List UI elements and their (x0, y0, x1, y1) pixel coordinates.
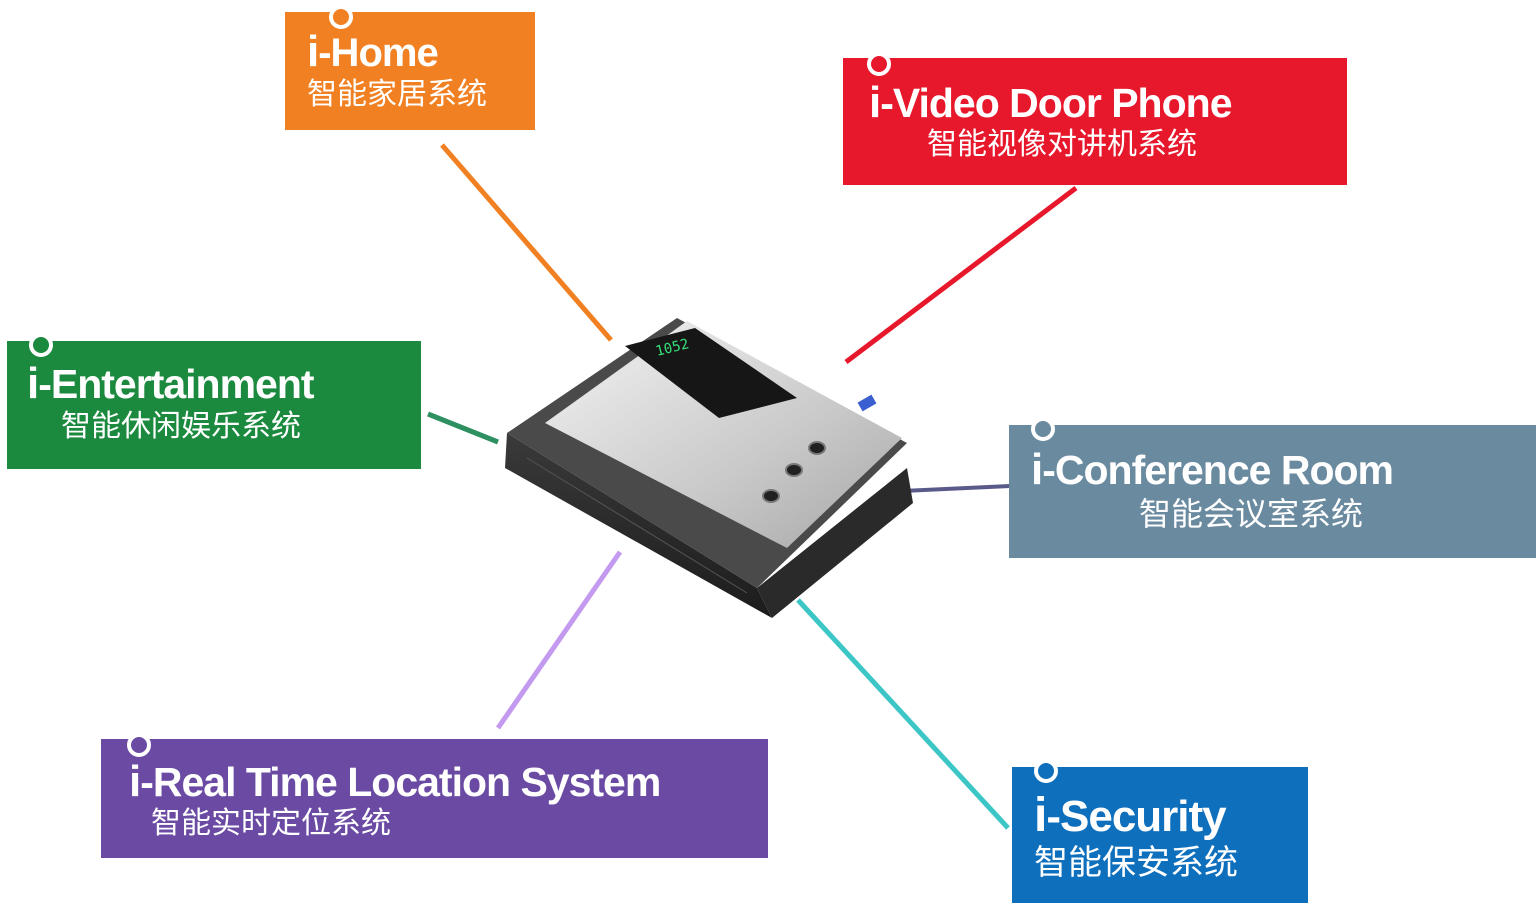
system-title-video: -Video Door Phone (880, 80, 1232, 126)
hub-button-set (785, 463, 803, 477)
i-logo-icon (1031, 417, 1055, 441)
hub-button-prog (808, 441, 826, 455)
hub-button-reset (762, 489, 780, 503)
system-subtitle-entertainment: 智能休闲娱乐系统 (61, 409, 301, 444)
system-box-security: i-Security 智能保安系统 (1012, 759, 1308, 903)
system-title-home: -Home (318, 31, 438, 75)
i-logo-icon (29, 333, 53, 357)
hub-logo-icon (857, 394, 877, 412)
system-title-location: -Real Time Location System (140, 759, 661, 805)
connector-entertainment (427, 411, 499, 445)
system-box-home: i-Home 智能家居系统 (285, 5, 535, 130)
system-title-conference: -Conference Room (1042, 447, 1394, 493)
i-logo-icon (1034, 759, 1058, 783)
system-box-location: i-Real Time Location System 智能实时定位系统 (101, 733, 768, 858)
hub-device-image: 1052 (505, 318, 913, 618)
system-subtitle-home: 智能家居系统 (307, 77, 487, 112)
connector-video (844, 186, 1078, 364)
system-subtitle-video: 智能视像对讲机系统 (927, 127, 1197, 162)
system-box-conference: i-Conference Room 智能会议室系统 (1009, 417, 1536, 558)
system-subtitle-security: 智能保安系统 (1034, 843, 1238, 883)
i-logo-icon (867, 52, 891, 76)
connector-location (495, 550, 623, 730)
connector-home (440, 143, 613, 342)
system-box-entertainment: i-Entertainment 智能休闲娱乐系统 (7, 333, 421, 469)
system-title-entertainment: -Entertainment (38, 361, 314, 407)
i-logo-icon (127, 733, 151, 757)
system-subtitle-conference: 智能会议室系统 (1139, 495, 1364, 533)
system-title-security: -Security (1046, 792, 1226, 841)
system-subtitle-location: 智能实时定位系统 (151, 806, 391, 841)
system-box-video: i-Video Door Phone 智能视像对讲机系统 (843, 52, 1347, 185)
connector-security (796, 598, 1010, 830)
i-logo-icon (329, 5, 353, 29)
hub-display: 1052 (654, 336, 691, 360)
